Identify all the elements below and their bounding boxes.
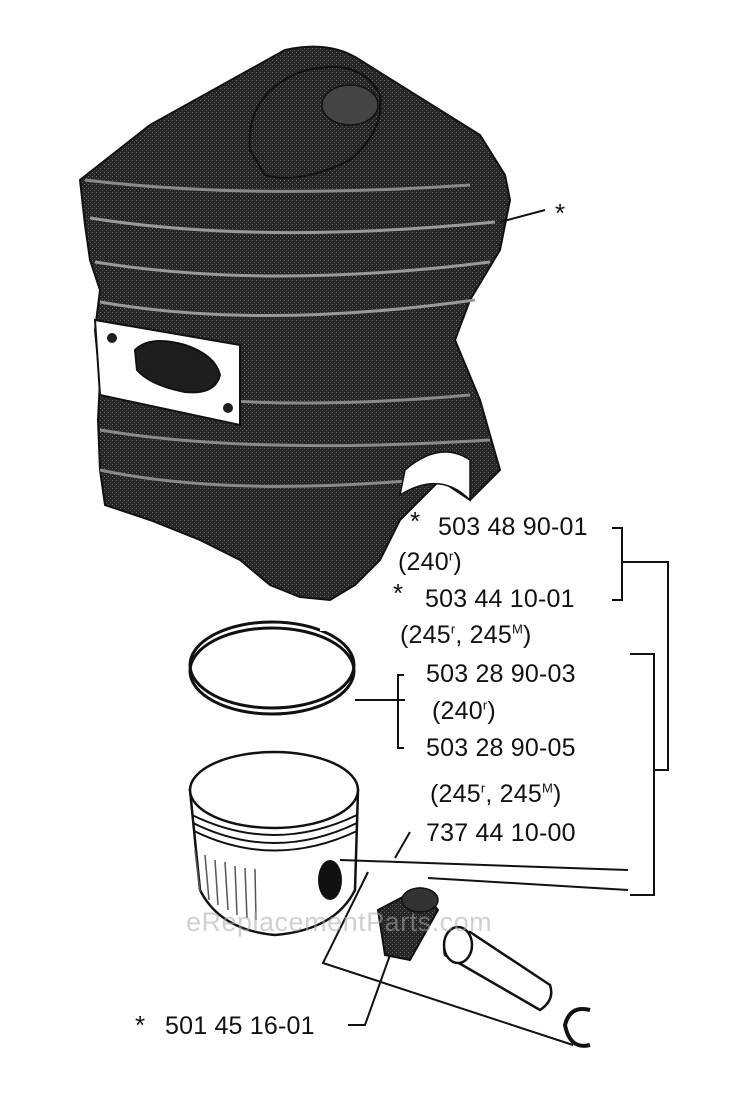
needle-bearing-icon xyxy=(376,886,440,962)
ring-245-part-number: 503 28 90-05 xyxy=(426,734,576,762)
pin-set-part-number: 737 44 10-00 xyxy=(426,819,576,847)
watermark: eReplacementParts.com xyxy=(186,907,493,937)
ring-245-models: (245r, 245M) xyxy=(430,780,562,808)
cylinder-star: * xyxy=(555,198,566,228)
circlip-icon xyxy=(562,1007,591,1048)
kit-245-models: (245r, 245M) xyxy=(400,621,532,649)
bearing-part-number: 501 45 16-01 xyxy=(165,1012,315,1040)
kit-240-model: (240r) xyxy=(398,548,462,576)
piston-icon xyxy=(188,750,360,937)
ring-240-model: (240r) xyxy=(432,697,496,725)
leader-lines xyxy=(321,209,669,1046)
kit-245-part-number: 503 44 10-01 xyxy=(425,585,575,613)
cylinder-icon xyxy=(78,45,512,602)
kit-240-part-number: 503 48 90-01 xyxy=(438,513,588,541)
piston-ring-icon xyxy=(188,620,356,716)
bearing-star: * xyxy=(135,1010,146,1040)
ring-240-part-number: 503 28 90-03 xyxy=(426,660,576,688)
kit-245-star: * xyxy=(393,578,404,608)
kit-240-star: * xyxy=(410,506,421,536)
piston-pin-icon xyxy=(442,925,553,1012)
